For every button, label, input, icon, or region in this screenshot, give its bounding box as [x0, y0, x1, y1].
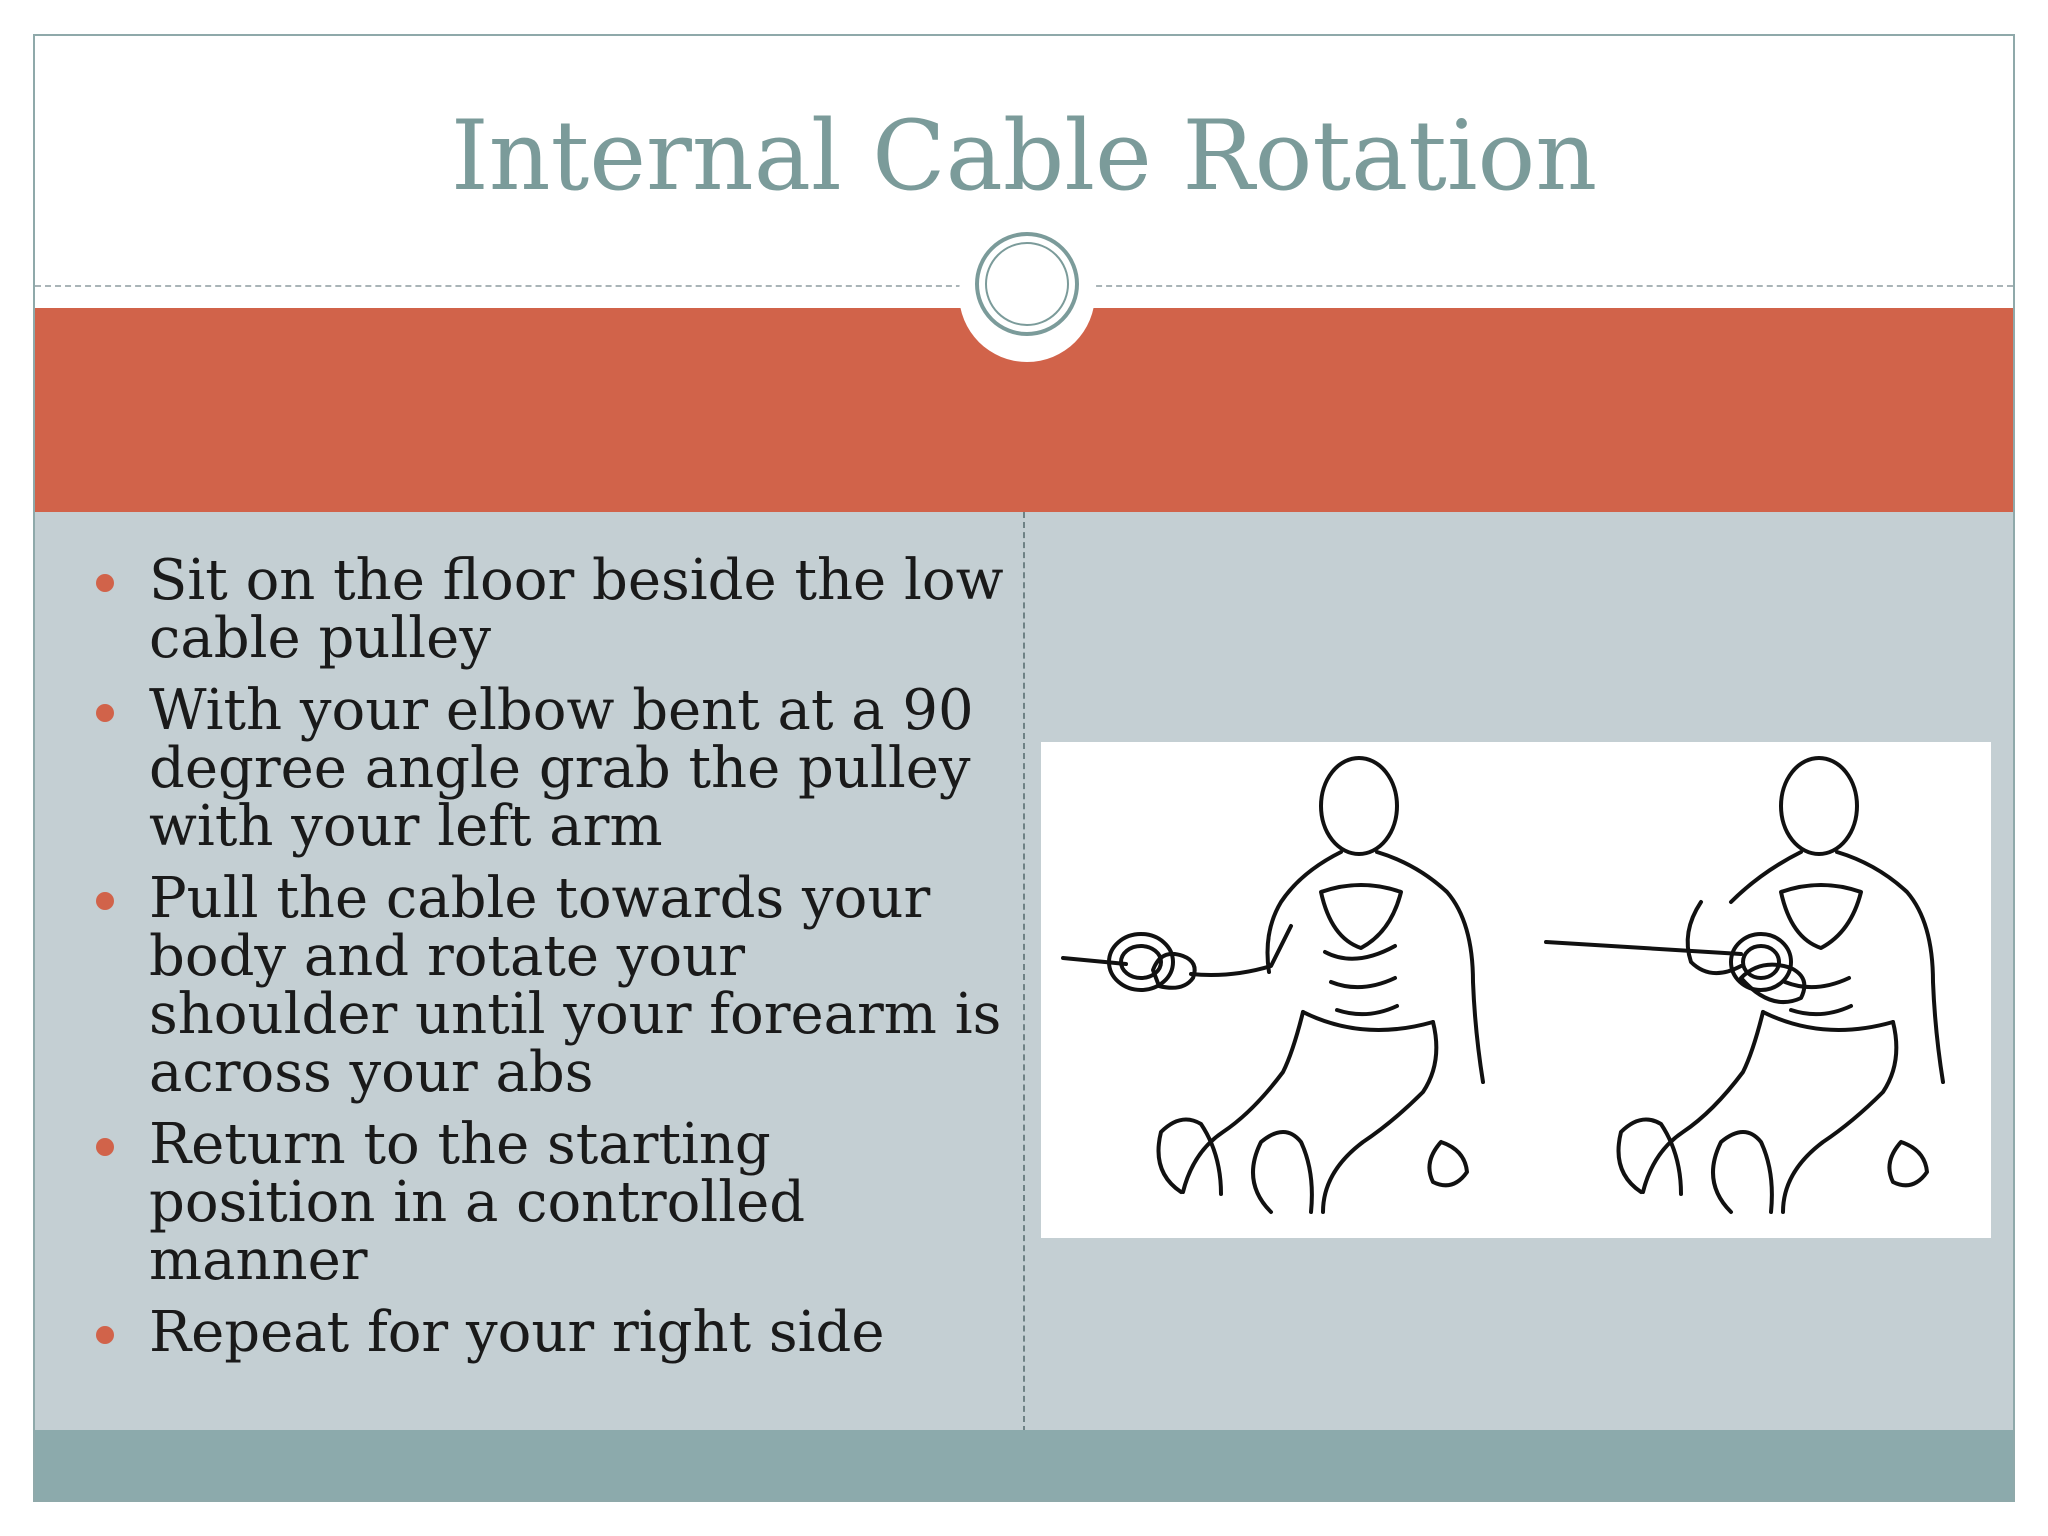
column-divider [1023, 512, 1025, 1432]
figure-start-position [1061, 756, 1485, 1214]
bullet-dot-icon [96, 704, 114, 722]
exercise-figures-svg [1061, 756, 1945, 1214]
bullet-item: Return to the starting position in a con… [77, 1116, 1007, 1290]
bullet-dot-icon [96, 892, 114, 910]
slide-title: Internal Cable Rotation [450, 100, 1598, 212]
content-area: Sit on the floor beside the low cable pu… [35, 512, 2013, 1432]
figure-end-position [1544, 756, 1945, 1214]
bullet-dot-icon [96, 1138, 114, 1156]
exercise-illustration [1041, 742, 1991, 1238]
slide: Internal Cable Rotation Sit on the floor… [33, 34, 2015, 1502]
footer-bar [35, 1430, 2013, 1500]
bullet-text: Repeat for your right side [149, 1300, 885, 1365]
bullet-item: Sit on the floor beside the low cable pu… [77, 552, 1007, 668]
circle-ornament-inner-ring [985, 242, 1069, 326]
bullet-list: Sit on the floor beside the low cable pu… [77, 552, 1007, 1376]
bullet-dot-icon [96, 574, 114, 592]
bullet-item: Pull the cable towards your body and rot… [77, 870, 1007, 1102]
bullet-dot-icon [96, 1326, 114, 1344]
bullet-text: With your elbow bent at a 90 degree angl… [149, 678, 974, 859]
bullet-item: Repeat for your right side [77, 1304, 1007, 1362]
bullet-item: With your elbow bent at a 90 degree angl… [77, 682, 1007, 856]
bullet-text: Sit on the floor beside the low cable pu… [149, 548, 1004, 671]
bullet-text: Pull the cable towards your body and rot… [149, 866, 1002, 1105]
bullet-text: Return to the starting position in a con… [149, 1112, 806, 1293]
